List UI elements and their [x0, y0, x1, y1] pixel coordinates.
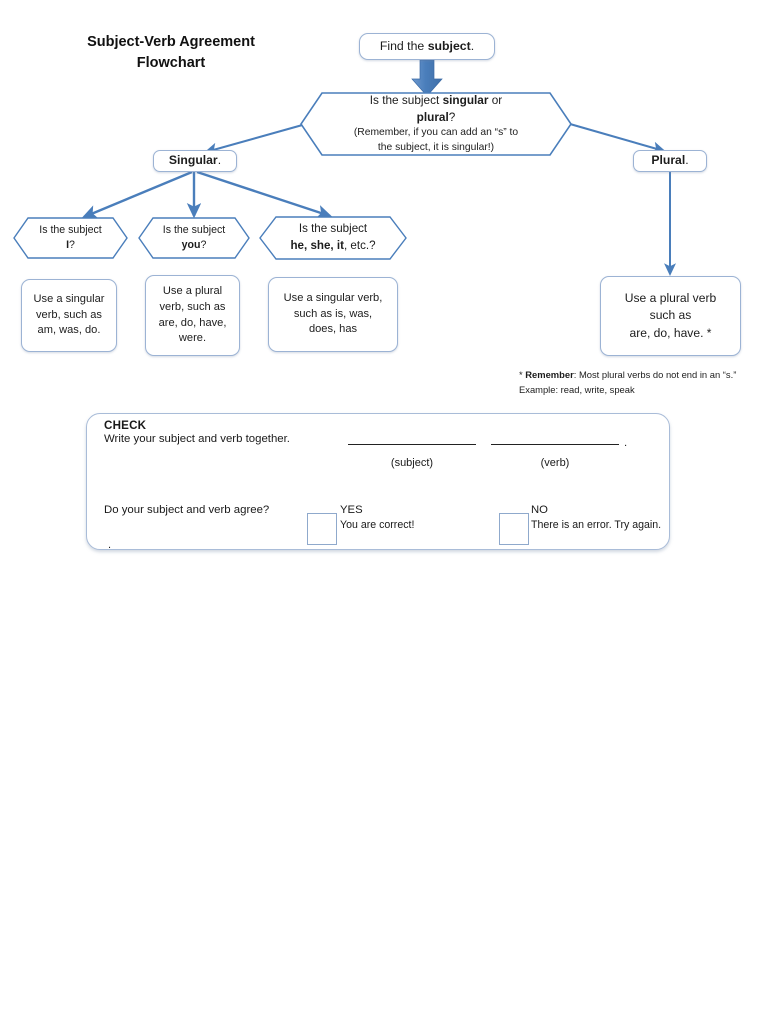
answer-1-line2: verb, such as — [36, 308, 102, 321]
question-1-line2: I? — [22, 238, 119, 253]
start-node-find-subject[interactable]: Find the subject. — [359, 33, 495, 60]
question-3-text: Is the subject he, she, it, etc.? — [271, 221, 395, 255]
question-node-subject-he-she-it[interactable]: Is the subject he, she, it, etc.? — [259, 216, 407, 260]
question-2-line1: Is the subject — [162, 223, 226, 236]
question-1-post: ? — [69, 239, 75, 251]
subject-blank-caption: (subject) — [390, 457, 434, 469]
answer-plural-text: Use a plural verb such as are, do, have.… — [625, 290, 716, 342]
check-heading: CHECK — [104, 419, 147, 432]
decision-node-text: Is the subject singular or plural? (Reme… — [322, 92, 550, 156]
answer-1-text: Use a singular verb, such as am, was, do… — [34, 292, 105, 339]
page-title-line1: Subject-Verb Agreement — [87, 34, 255, 50]
check-trailing-dot: . — [108, 539, 112, 551]
decision-line2-bold: plural — [416, 110, 449, 125]
yes-label: YES — [340, 504, 363, 516]
verb-blank-field[interactable] — [491, 443, 619, 445]
question-1-hexagon-shape — [13, 217, 128, 259]
start-text-post: . — [470, 38, 475, 53]
branch-plural-bold: Plural — [651, 153, 686, 168]
decision-line1-post: or — [488, 92, 503, 107]
arrow-decision-to-plural — [569, 122, 667, 154]
answer-box-singular-you[interactable]: Use a plural verb, such as are, do, have… — [145, 275, 240, 356]
arrow-singular-to-q1 — [81, 170, 193, 219]
subject-blank-field[interactable] — [348, 443, 476, 445]
answer-3-text: Use a singular verb, such as is, was, do… — [284, 291, 383, 338]
arrow-decision-to-singular — [203, 122, 307, 156]
question-node-subject-you[interactable]: Is the subject you? — [138, 217, 250, 259]
yes-checkbox[interactable] — [307, 513, 337, 545]
answer-3-line2: such as is, was, — [293, 307, 373, 320]
answer-1-line3: am, was, do. — [37, 324, 101, 337]
question-2-bold: you — [181, 239, 201, 251]
answer-3-line3: does, has — [308, 323, 358, 336]
decision-line-1: Is the subject singular or — [322, 92, 550, 109]
start-node-label: Find the subject. — [380, 38, 474, 55]
footnote-rest: : Most plural verbs do not end in an “s.… — [519, 369, 737, 395]
answer-plural-line1: Use a plural verb — [624, 291, 717, 306]
branch-node-singular[interactable]: Singular. — [153, 150, 237, 172]
branch-singular-label: Singular. — [169, 152, 221, 169]
decision-node-singular-or-plural[interactable]: Is the subject singular or plural? (Reme… — [300, 92, 572, 156]
question-2-text: Is the subject you? — [147, 223, 241, 254]
no-description: There is an error. Try again. — [531, 519, 662, 531]
arrow-singular-to-q3 — [196, 170, 333, 219]
answer-2-line3: are, do, have, — [158, 316, 227, 329]
question-2-line2: you? — [147, 238, 241, 253]
branch-plural-post: . — [685, 153, 689, 168]
branch-plural-label: Plural. — [651, 152, 688, 169]
question-3-line2: he, she, it, etc.? — [271, 238, 395, 255]
verb-blank-caption: (verb) — [540, 457, 570, 469]
decision-line-2: plural? — [322, 109, 550, 126]
decision-line1-pre: Is the subject — [369, 92, 443, 107]
answer-box-plural[interactable]: Use a plural verb such as are, do, have.… — [600, 276, 741, 356]
footnote-star: * — [519, 369, 526, 380]
no-label: NO — [531, 504, 548, 516]
question-3-post: , etc.? — [343, 239, 376, 252]
decision-line-4: the subject, it is singular!) — [377, 142, 495, 154]
answer-2-line1: Use a plural — [162, 285, 223, 297]
question-3-line1: Is the subject — [298, 222, 368, 236]
question-3-bold: he, she, it — [290, 239, 344, 252]
yes-description: You are correct! — [340, 519, 415, 531]
start-text-pre: Find the — [379, 38, 428, 53]
question-3-hexagon-shape — [259, 216, 407, 260]
question-1-bold: I — [66, 239, 70, 251]
page-title-line2: Flowchart — [136, 55, 206, 72]
verb-blank-period: . — [624, 437, 628, 449]
branch-node-plural[interactable]: Plural. — [633, 150, 707, 172]
answer-1-line1: Use a singular — [33, 292, 105, 305]
no-checkbox[interactable] — [499, 513, 529, 545]
footnote-bold: Remember — [525, 369, 574, 380]
branch-singular-bold: Singular — [168, 153, 218, 168]
question-2-post: ? — [200, 239, 207, 251]
question-1-line1: Is the subject — [39, 223, 102, 236]
arrow-start-to-decision — [411, 59, 443, 97]
answer-box-singular-he-she-it[interactable]: Use a singular verb, such as is, was, do… — [268, 277, 398, 352]
page-title: Subject-Verb Agreement Flowchart — [46, 32, 296, 74]
start-text-bold: subject — [427, 38, 471, 53]
answer-2-line2: verb, such as — [159, 300, 226, 313]
answer-plural-line2: such as — [649, 308, 692, 323]
answer-box-singular-i[interactable]: Use a singular verb, such as am, was, do… — [21, 279, 117, 352]
decision-line1-bold: singular — [442, 92, 489, 107]
decision-line2-post: ? — [448, 110, 456, 125]
footnote-remember: * Remember: Most plural verbs do not end… — [519, 368, 751, 397]
decision-hexagon-shape — [300, 92, 572, 156]
question-node-subject-i[interactable]: Is the subject I? — [13, 217, 128, 259]
check-panel — [86, 413, 670, 550]
answer-2-line4: were. — [178, 332, 207, 345]
branch-singular-post: . — [217, 153, 222, 168]
answer-3-line1: Use a singular verb, — [283, 291, 383, 304]
decision-line-3: (Remember, if you can add an “s” to — [353, 127, 519, 139]
agree-question-label: Do your subject and verb agree? — [104, 504, 270, 516]
check-instruction: Write your subject and verb together. — [104, 433, 290, 445]
answer-2-text: Use a plural verb, such as are, do, have… — [159, 284, 227, 347]
question-1-text: Is the subject I? — [22, 223, 119, 254]
answer-plural-line3: are, do, have. * — [629, 325, 712, 340]
question-2-hexagon-shape — [138, 217, 250, 259]
